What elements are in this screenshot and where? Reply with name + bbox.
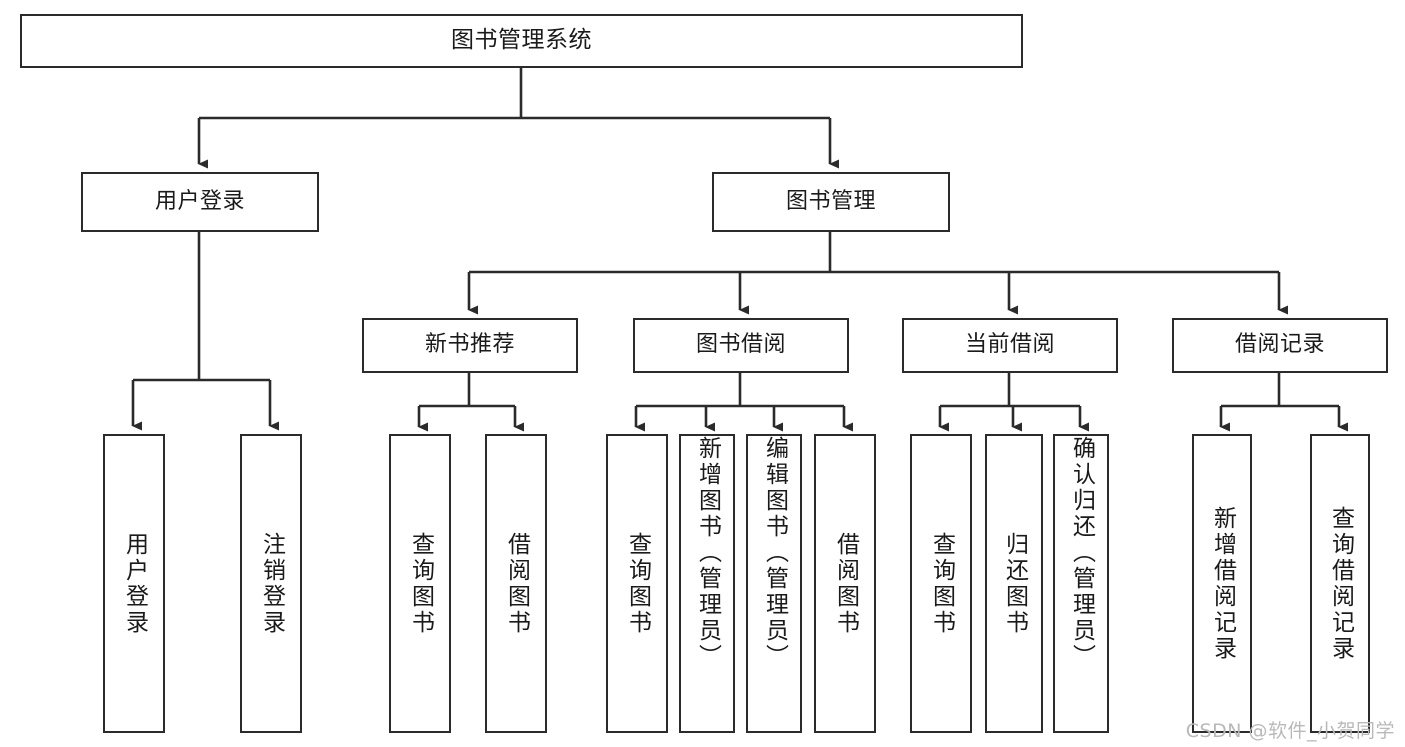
node-label-book-borrow: 图书借阅 — [695, 332, 786, 358]
node-user-login[interactable]: 用户登录 — [81, 172, 319, 232]
node-label-leaf-logout-login: 注销登录 — [258, 531, 285, 636]
node-label-leaf-add-book-admin: 新增图书（管理员） — [694, 436, 721, 670]
node-leaf-add-book-admin[interactable]: 新增图书（管理员） — [679, 434, 735, 733]
node-current-borrow[interactable]: 当前借阅 — [902, 318, 1118, 373]
node-leaf-confirm-return-admin[interactable]: 确认归还（管理员） — [1053, 434, 1109, 733]
node-leaf-query-book-borrow[interactable]: 查询图书 — [606, 434, 668, 733]
node-leaf-query-borrow-record[interactable]: 查询借阅记录 — [1310, 434, 1370, 733]
node-label-leaf-query-book-rec: 查询图书 — [407, 531, 434, 636]
csdn-watermark: CSDN @软件_小贺同学 — [1185, 720, 1395, 742]
node-label-root: 图书管理系统 — [451, 27, 592, 54]
node-leaf-query-book-current[interactable]: 查询图书 — [910, 434, 972, 733]
node-label-new-book-recommend: 新书推荐 — [424, 332, 515, 358]
node-label-borrow-record: 借阅记录 — [1234, 332, 1325, 358]
node-label-leaf-query-book-current: 查询图书 — [928, 531, 955, 636]
node-label-leaf-user-login: 用户登录 — [121, 531, 148, 636]
node-book-borrow[interactable]: 图书借阅 — [633, 318, 849, 373]
node-leaf-user-login[interactable]: 用户登录 — [103, 434, 165, 733]
node-label-user-login: 用户登录 — [154, 188, 245, 214]
node-label-leaf-return-book: 归还图书 — [1001, 531, 1028, 636]
node-leaf-query-book-rec[interactable]: 查询图书 — [389, 434, 451, 733]
node-borrow-record[interactable]: 借阅记录 — [1172, 318, 1388, 373]
node-leaf-return-book[interactable]: 归还图书 — [985, 434, 1043, 733]
node-leaf-borrow-book-rec[interactable]: 借阅图书 — [485, 434, 547, 733]
node-leaf-add-borrow-record[interactable]: 新增借阅记录 — [1192, 434, 1252, 733]
node-label-leaf-borrow-book-rec: 借阅图书 — [503, 531, 530, 636]
node-label-leaf-borrow-book: 借阅图书 — [832, 531, 859, 636]
node-leaf-edit-book-admin[interactable]: 编辑图书（管理员） — [746, 434, 802, 733]
node-label-leaf-query-book-borrow: 查询图书 — [624, 531, 651, 636]
node-label-leaf-edit-book-admin: 编辑图书（管理员） — [761, 436, 788, 670]
node-root-system[interactable]: 图书管理系统 — [20, 14, 1023, 68]
node-label-leaf-confirm-return-admin: 确认归还（管理员） — [1068, 436, 1095, 670]
node-new-book-recommend[interactable]: 新书推荐 — [362, 318, 578, 373]
node-book-manage[interactable]: 图书管理 — [712, 172, 950, 232]
node-label-leaf-query-borrow-record: 查询借阅记录 — [1327, 505, 1354, 662]
node-leaf-borrow-book[interactable]: 借阅图书 — [814, 434, 876, 733]
node-label-book-manage: 图书管理 — [785, 188, 876, 214]
node-label-leaf-add-borrow-record: 新增借阅记录 — [1209, 505, 1236, 662]
node-leaf-logout-login[interactable]: 注销登录 — [240, 434, 302, 733]
node-label-current-borrow: 当前借阅 — [964, 332, 1055, 358]
